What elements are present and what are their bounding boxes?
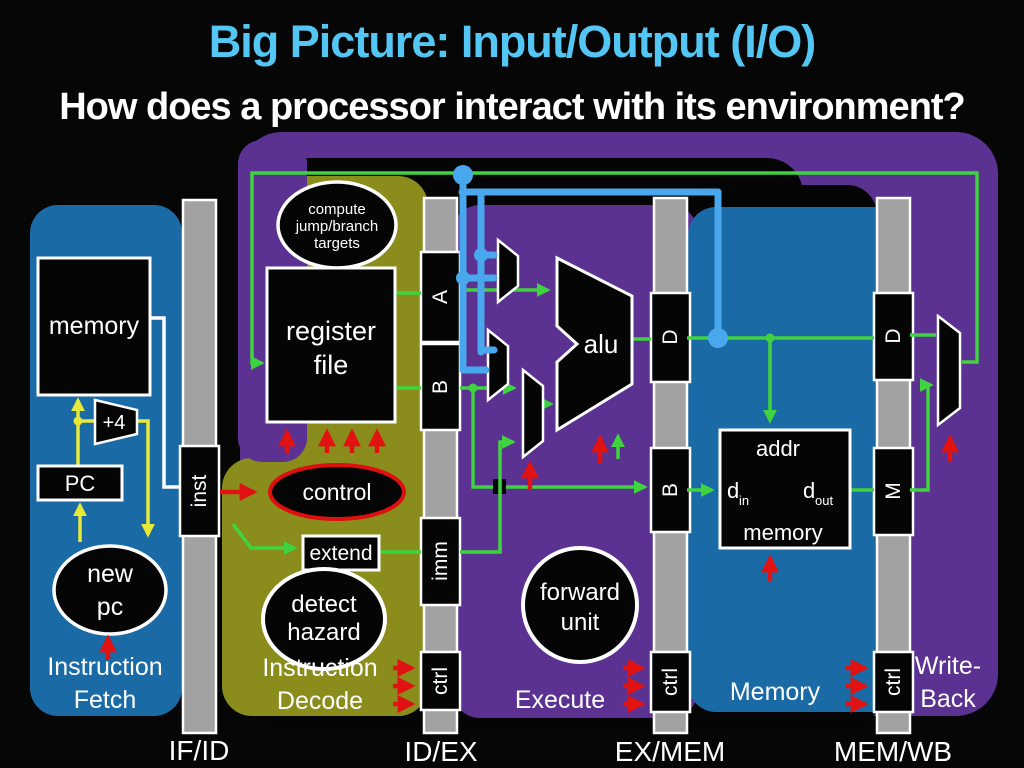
forward-node-mem	[708, 328, 728, 348]
ex-mem-name: EX/MEM	[615, 736, 725, 767]
decode-stage-label-1: Instruction	[262, 654, 377, 682]
green-junction-b	[468, 383, 478, 393]
mem-wb-m-label: M	[882, 482, 905, 500]
dmem-dout-sub: out	[815, 493, 833, 508]
ex-mem-b-label: B	[659, 483, 682, 497]
instruction-memory-label: memory	[49, 312, 140, 340]
fetch-stage-label-1: Instruction	[47, 653, 162, 681]
forward-label-1: forward	[540, 579, 620, 606]
id-ex-a-label: A	[429, 290, 452, 304]
dmem-addr-label: addr	[756, 436, 800, 461]
if-id-inst-label: inst	[188, 474, 211, 507]
data-memory-box	[718, 428, 852, 550]
b-bypass-wire	[471, 388, 648, 494]
mem-wb-d-label: D	[882, 328, 905, 343]
newpc-label-2: pc	[97, 593, 123, 621]
id-ex-register-bar	[419, 196, 462, 735]
writeback-stage-label-1: Write-	[915, 652, 981, 680]
m-to-mux-wire	[910, 378, 934, 492]
control-ellipse	[268, 463, 406, 521]
slide-subtitle: How does a processor interact with its e…	[59, 86, 966, 128]
mem-wb-name: MEM/WB	[834, 736, 952, 767]
alu-shape	[555, 255, 634, 433]
green-junction-addr	[765, 333, 775, 343]
ex-mem-d-label: D	[659, 329, 682, 344]
mem-wb-m-segment	[872, 446, 915, 537]
newpc-label-1: new	[87, 560, 134, 588]
forward-unit-circle	[521, 546, 639, 664]
red-arrows	[99, 428, 959, 713]
control-label: control	[302, 479, 371, 505]
id-ex-name: ID/EX	[404, 736, 477, 767]
regfile-label-2: file	[314, 350, 349, 380]
instruction-memory-box	[36, 256, 152, 397]
plus4-to-newpc-wire	[137, 419, 155, 538]
compute-label-2: jump/branch	[295, 218, 379, 235]
id-ex-b-segment	[419, 342, 462, 432]
plus4-label: +4	[103, 412, 126, 434]
id-ex-b-label: B	[429, 380, 452, 394]
mem-wb-ctrl-segment	[872, 650, 915, 714]
mux-execute-top	[496, 237, 520, 305]
dmem-din-label: d	[727, 478, 739, 503]
mem-wb-ctrl-label: ctrl	[882, 668, 905, 696]
detect-label-1: detect	[291, 591, 357, 618]
plus4-adder	[93, 398, 139, 446]
imm-to-mux-wire	[460, 435, 516, 554]
id-ex-ctrl-segment	[419, 650, 462, 712]
dmem-label: memory	[743, 520, 822, 545]
memory-stage-label: Memory	[730, 678, 821, 706]
compute-label-1: compute	[308, 201, 366, 218]
forward-node-wb	[453, 165, 473, 185]
dmem-dout-label: d	[803, 478, 815, 503]
id-ex-imm-segment	[419, 516, 462, 607]
id-ex-ctrl-label: ctrl	[429, 667, 452, 695]
yellow-junction-dot	[73, 416, 83, 426]
pc-box	[36, 464, 124, 502]
register-file-box	[265, 266, 397, 424]
extend-label: extend	[309, 542, 372, 565]
forward-node-b	[456, 271, 470, 285]
id-ex-imm-label: imm	[429, 541, 452, 581]
ex-mem-ctrl-label: ctrl	[659, 668, 682, 696]
alu-label: alu	[584, 329, 619, 359]
dmem-din-sub: in	[739, 493, 749, 508]
fetch-stage-label-2: Fetch	[74, 686, 137, 714]
if-id-name: IF/ID	[169, 735, 230, 766]
if-id-register-bar	[178, 198, 221, 735]
detect-label-2: hazard	[287, 619, 360, 646]
mem-wb-d-segment	[872, 291, 915, 382]
regfile-label-1: register	[286, 316, 376, 346]
writeback-loop-wire	[250, 171, 979, 370]
forward-node-a	[474, 248, 488, 262]
inst-to-extend-wire	[231, 522, 298, 555]
if-id-inst-segment	[178, 444, 221, 538]
forward-label-2: unit	[561, 609, 600, 636]
extend-box	[301, 534, 381, 572]
mux-writeback	[936, 313, 962, 428]
writeback-stage-label-2: Back	[920, 685, 976, 713]
compute-label-3: targets	[314, 235, 360, 252]
mem-wb-register-bar	[872, 196, 915, 735]
decode-stage-label-2: Decode	[277, 687, 363, 715]
ex-mem-ctrl-segment	[649, 650, 692, 714]
mux-execute-bottom	[521, 367, 545, 460]
execute-stage-label: Execute	[515, 686, 605, 714]
memory-to-inst-wire	[150, 316, 180, 489]
slide-title: Big Picture: Input/Output (I/O)	[208, 16, 816, 67]
new-pc-ellipse	[52, 544, 168, 636]
ex-mem-register-bar	[649, 196, 692, 735]
detect-hazard-ellipse	[261, 567, 387, 671]
pc-label: PC	[65, 471, 96, 496]
